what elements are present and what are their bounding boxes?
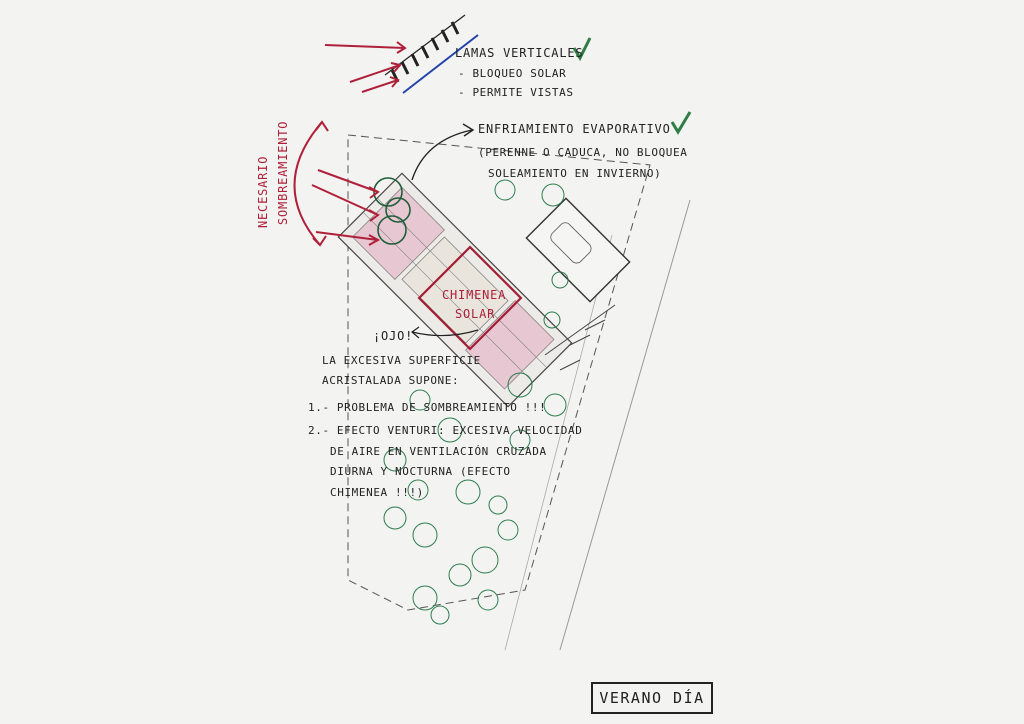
ojo-label: ¡OJO! (373, 329, 413, 343)
site-boundary (347, 134, 651, 611)
necesario-line-2: SOMBREAMIENTO (276, 121, 290, 225)
vegetation (373, 177, 569, 625)
sun-arrows-shading (293, 120, 381, 247)
necesario-line-1: NECESARIO (256, 156, 270, 228)
building-plan (337, 172, 573, 408)
ojo-arrow-head (411, 326, 420, 339)
road-line-2 (504, 234, 613, 651)
point-2a: 2.- EFECTO VENTURI: EXCESIVA VELOCIDAD (308, 424, 582, 437)
enfriamiento-line-2: (PERENNE O CADUCA, NO BLOQUEA (478, 146, 687, 159)
road-line-1 (559, 199, 691, 651)
chimenea-solar-box (417, 245, 523, 351)
point-2b: DE AIRE EN VENTILACIÓN CRUZADA (330, 445, 547, 458)
enfriamiento-line-1: ENFRIAMIENTO EVAPORATIVO (478, 122, 671, 136)
evaporative-arrow (411, 129, 473, 181)
lamas-point-2: - PERMITE VISTAS (458, 86, 574, 99)
lamas-title: LAMAS VERTICALES (455, 46, 583, 60)
point-2c: DIURNA Y NOCTURNA (EFECTO (330, 465, 511, 478)
check-icon-enfriamiento (670, 111, 692, 135)
garage (525, 197, 631, 303)
chimenea-label-1: CHIMENEA (442, 288, 506, 302)
point-2d: CHIMENEA !!!) (330, 486, 424, 499)
ojo-arrow (411, 329, 479, 337)
sun-arrows-lamas (324, 41, 407, 93)
lamas-point-1: - BLOQUEO SOLAR (458, 67, 566, 80)
evaporative-arrow-head (462, 123, 475, 137)
check-icon-lamas (572, 37, 592, 62)
excesiva-line-1: LA EXCESIVA SUPERFICIE (322, 354, 481, 367)
chimenea-label-2: SOLAR (455, 307, 495, 321)
enfriamiento-line-3: SOLEAMIENTO EN INVIERNO) (488, 167, 661, 180)
excesiva-line-2: ACRISTALADA SUPONE: (322, 374, 459, 387)
stairs-marks (544, 304, 616, 371)
point-1: 1.- PROBLEMA DE SOMBREAMIENTO !!! (308, 401, 546, 414)
lamas-louvers (384, 14, 479, 94)
sheet-title: VERANO DÍA (591, 682, 713, 714)
